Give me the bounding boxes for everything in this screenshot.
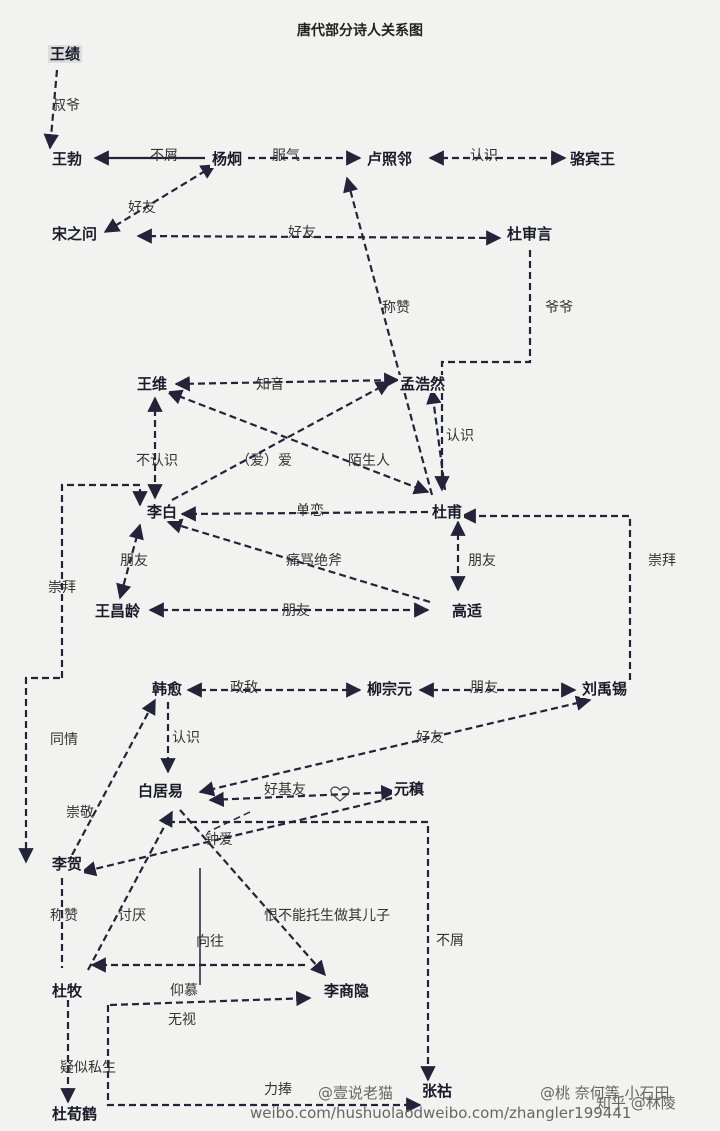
edge-liuyuxi-dufu (460, 508, 632, 680)
label-fuqi: 服气 (272, 148, 300, 164)
label-wushi: 无视 (168, 1012, 196, 1028)
edge-baijuyi-lishangyin (179, 809, 327, 977)
edge-gaoshi-libai (166, 518, 431, 604)
watermark-url: weibo.com/hushuolaodweibo.com/zhangler19… (250, 1104, 632, 1122)
edge-wangwei-menghaoran (174, 372, 400, 392)
label-zhongai: 钟爱 (205, 832, 233, 848)
edge-dumu-baijuyi (87, 810, 173, 971)
label-renshi2: 认识 (446, 428, 474, 444)
label-chongbai2: 崇拜 (648, 553, 676, 569)
node-du-mu: 杜牧 (50, 982, 85, 1000)
node-li-he: 李贺 (50, 855, 85, 873)
edge-wangji-wangbo (43, 69, 59, 150)
node-du-fu: 杜甫 (430, 503, 465, 521)
label-haoyou3: 好友 (416, 730, 444, 746)
node-luo-binwang: 骆宾王 (568, 150, 618, 168)
label-chongjing: 崇敬 (66, 805, 94, 821)
node-zhang-hu: 张祜 (420, 1082, 455, 1100)
node-liu-yuxi: 刘禹锡 (580, 680, 630, 698)
edge-yangjiong-songzhiwen (103, 164, 217, 233)
label-lijian: 力捧 (264, 1082, 292, 1098)
edge-zhongai (207, 811, 251, 833)
edge-songzhiwen-dushenyan (136, 228, 502, 246)
label-renshi3: 认识 (172, 730, 200, 746)
label-shuye: 叔爷 (52, 98, 80, 114)
label-yeye: 爷爷 (545, 300, 573, 316)
edge-dufu-luzhaolin (343, 176, 434, 496)
label-chengzan: 称赞 (382, 300, 410, 316)
edge-yuanzhen-lihe (80, 796, 393, 877)
label-xiangwang: 向往 (196, 934, 224, 950)
watermark-2: @桃 奈何等 小石田 (540, 1084, 670, 1102)
edge-hanyu-libai (60, 483, 148, 678)
node-song-zhiwen: 宋之问 (50, 225, 100, 243)
label-burenshi: 不认识 (136, 453, 178, 469)
node-bai-juyi: 白居易 (136, 782, 186, 800)
label-pengyou2: 朋友 (468, 553, 496, 569)
node-li-bai: 李白 (145, 503, 180, 521)
edge-dufu-libai (180, 506, 429, 522)
node-han-yu: 韩愈 (150, 680, 185, 698)
label-taoyan: 讨厌 (118, 908, 146, 924)
node-li-shangyin: 李商隐 (322, 982, 372, 1000)
node-wang-ji: 王绩 (48, 45, 83, 63)
label-renshi1: 认识 (470, 148, 498, 164)
edge-baijuyi-zhanghu (168, 820, 436, 1082)
edge-dushenyan-dufu (434, 250, 532, 492)
node-du-xunhe: 杜荀鹤 (50, 1105, 100, 1123)
label-chengzan2: 称赞 (50, 908, 78, 924)
node-wang-wei: 王维 (135, 375, 170, 393)
edge-lihe-hanyu (71, 698, 156, 856)
edge-dumu-zhanghu (106, 1005, 422, 1113)
node-lu-zhaolin: 卢照邻 (365, 150, 415, 168)
label-tongqing: 同情 (50, 732, 78, 748)
label-bangji: 痛骂绝斧 (286, 553, 342, 569)
label-danlian: 单恋 (296, 503, 324, 519)
label-yangmu: 仰慕 (170, 983, 198, 999)
diagram-title: 唐代部分诗人关系图 (297, 23, 423, 39)
label-lisi: 疑似私生 (60, 1060, 116, 1076)
node-meng-haoran: 孟浩然 (398, 375, 448, 393)
label-buxie2: 不屑 (436, 933, 464, 949)
label-ai: （爱）爱 (236, 453, 292, 469)
label-pengyou4: 朋友 (470, 680, 498, 696)
edge-libai-wangchangling (116, 523, 144, 600)
edge-dumu-lishangyin (109, 990, 312, 1007)
label-buxie: 不屑 (150, 148, 178, 164)
label-zhiyin: 知音 (256, 377, 284, 393)
watermark-1: @壹说老猫 (318, 1084, 394, 1102)
edge-liuyuxi-baijuyi (198, 695, 592, 797)
edge-tongqing-lihe (18, 676, 60, 864)
edge-baijuyi-yuanzhen (208, 784, 397, 808)
label-haoyou2: 好友 (288, 225, 316, 241)
label-haojiyou: 好基友 (264, 782, 306, 798)
edge-libai-menghaoran (171, 381, 392, 501)
node-wang-changling: 王昌龄 (93, 602, 143, 620)
node-yang-jiong: 杨炯 (210, 150, 245, 168)
heart-icon (330, 786, 350, 802)
label-haoyou1: 好友 (128, 200, 156, 216)
node-du-shenyan: 杜审言 (505, 225, 555, 243)
watermark-3: 知乎 @林陵 (596, 1094, 676, 1112)
label-chongbai1: 崇拜 (48, 580, 76, 596)
edge-dufu-menghaoran (426, 388, 447, 491)
node-yuan-zhen: 元稹 (392, 780, 427, 798)
edge-wangwei-dufu (166, 389, 430, 495)
label-pengyou1: 朋友 (120, 553, 148, 569)
node-gao-shi: 高适 (450, 602, 485, 620)
node-liu-zongyuan: 柳宗元 (365, 680, 415, 698)
label-siyou: 恨不能托生做其儿子 (264, 908, 390, 924)
label-zhengdi: 政敌 (230, 680, 258, 696)
label-pengyou3: 朋友 (282, 603, 310, 619)
node-wang-bo: 王勃 (50, 150, 85, 168)
label-moshengren: 陌生人 (348, 453, 390, 469)
